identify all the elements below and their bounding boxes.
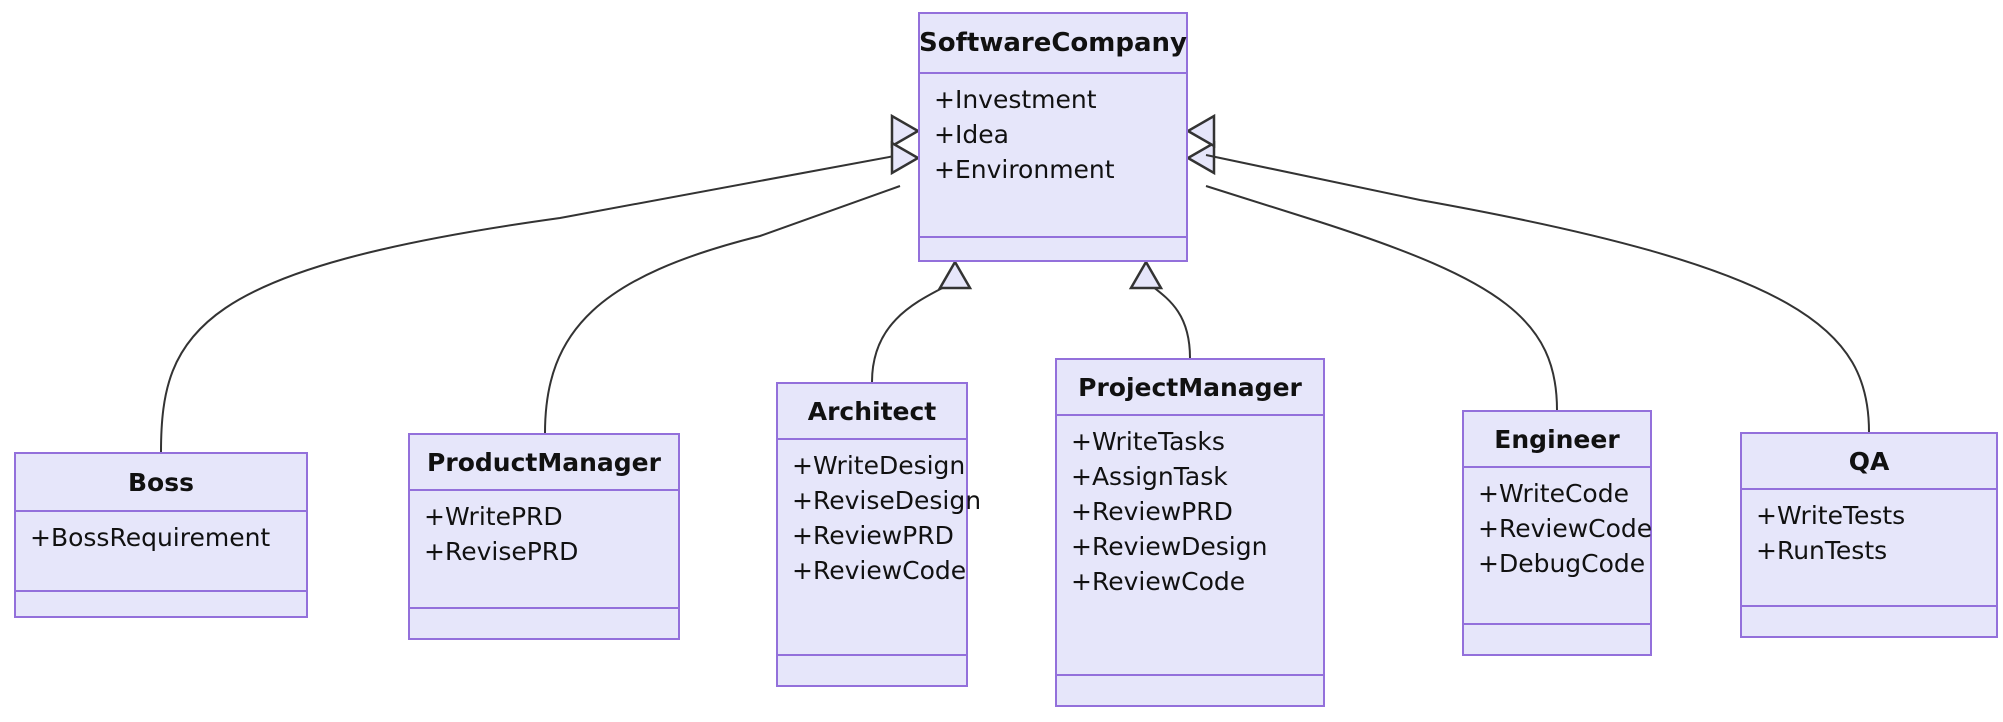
class-attribute: +ReviewCode — [792, 556, 967, 585]
class-attribute: +Idea — [934, 120, 1009, 149]
class-title: ProductManager — [410, 435, 678, 491]
inheritance-edge — [544, 185, 901, 434]
generalization-arrowhead — [890, 113, 921, 149]
generalization-arrowhead — [1128, 259, 1164, 290]
uml-class-boss[interactable]: Boss +BossRequirement — [14, 452, 308, 618]
generalization-arrowhead — [1185, 113, 1216, 149]
class-attributes: +WritePRD +RevisePRD — [410, 491, 678, 609]
class-attribute: +Investment — [934, 85, 1097, 114]
class-attribute: +WritePRD — [424, 502, 563, 531]
class-attributes: +WriteTests +RunTests — [1742, 490, 1996, 607]
class-methods — [16, 592, 306, 620]
class-attribute: +WriteDesign — [792, 451, 966, 480]
generalization-arrowhead — [890, 140, 921, 176]
class-methods — [920, 238, 1186, 260]
class-attributes: +WriteCode +ReviewCode +DebugCode — [1464, 468, 1653, 625]
class-title: ProjectManager — [1057, 360, 1323, 416]
uml-class-software-company[interactable]: SoftwareCompany +Investment +Idea +Environm… — [918, 12, 1188, 262]
class-methods — [1057, 676, 1323, 709]
class-attribute: +DebugCode — [1478, 549, 1646, 578]
class-attribute: +WriteCode — [1478, 479, 1629, 508]
generalization-arrowhead — [1185, 140, 1216, 176]
class-methods — [778, 656, 966, 689]
uml-class-architect[interactable]: Architect +WriteDesign +ReviseDesign +Revie… — [776, 382, 982, 689]
inheritance-edge — [160, 154, 901, 453]
class-methods — [410, 609, 678, 642]
class-methods — [1742, 607, 1996, 640]
class-attribute: +Environment — [934, 155, 1115, 184]
generalization-arrowhead — [937, 259, 973, 290]
class-attribute: +ReviewCode — [1478, 514, 1653, 543]
class-attribute: +ReviewPRD — [1071, 497, 1233, 526]
class-attributes: +BossRequirement — [16, 512, 306, 592]
class-title: Architect — [778, 384, 966, 440]
class-attribute: +WriteTasks — [1071, 427, 1225, 456]
inheritance-edge — [871, 284, 949, 383]
class-attribute: +ReviseDesign — [792, 486, 982, 515]
uml-class-product-manager[interactable]: ProductManager +WritePRD +RevisePRD — [408, 433, 680, 640]
class-attributes: +WriteDesign +ReviseDesign +ReviewPRD +Revi… — [778, 440, 982, 656]
class-attributes: +WriteTasks +AssignTask +ReviewPRD +ReviewD… — [1057, 416, 1323, 676]
class-methods — [1464, 625, 1650, 658]
inheritance-edge — [1151, 285, 1191, 359]
class-title: Engineer — [1464, 412, 1650, 468]
class-attribute: +RunTests — [1756, 536, 1888, 565]
class-title: QA — [1742, 434, 1996, 490]
class-title: SoftwareCompany — [919, 14, 1187, 74]
inheritance-edge — [1205, 154, 1870, 433]
class-attribute: +BossRequirement — [30, 523, 271, 552]
uml-class-qa[interactable]: QA +WriteTests +RunTests — [1740, 432, 1998, 638]
class-attribute: +ReviewPRD — [792, 521, 954, 550]
class-attribute: +WriteTests — [1756, 501, 1906, 530]
inheritance-edge — [1205, 185, 1558, 411]
uml-class-project-manager[interactable]: ProjectManager +WriteTasks +AssignTask +Rev… — [1055, 358, 1325, 707]
class-attribute: +AssignTask — [1071, 462, 1228, 491]
class-attributes: +Investment +Idea +Environment — [920, 74, 1186, 238]
class-attribute: +ReviewDesign — [1071, 532, 1268, 561]
class-title: Boss — [16, 454, 306, 512]
class-attribute: +RevisePRD — [424, 537, 579, 566]
class-attribute: +ReviewCode — [1071, 567, 1246, 596]
uml-class-engineer[interactable]: Engineer +WriteCode +ReviewCode +DebugCode — [1462, 410, 1652, 656]
